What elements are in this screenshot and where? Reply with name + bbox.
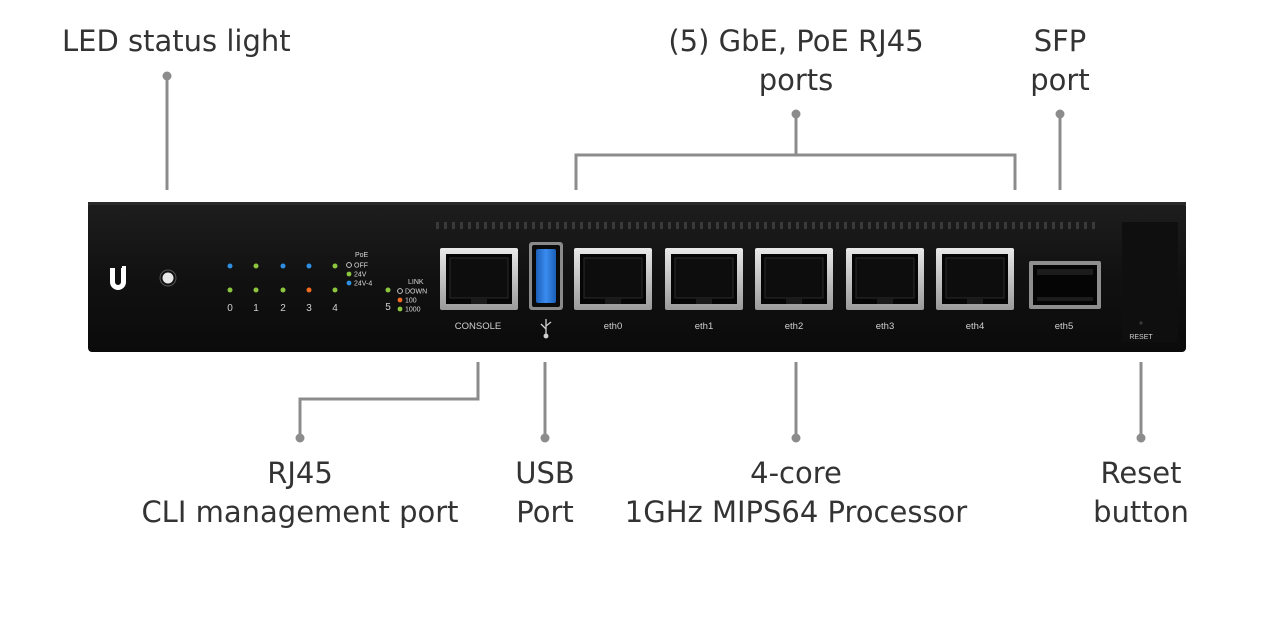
poe-24v4-icon (346, 280, 352, 286)
led5-number: 5 (385, 302, 391, 313)
led-number: 2 (280, 303, 286, 314)
console-port[interactable] (440, 248, 518, 310)
led-number: 3 (306, 303, 312, 314)
eth-port[interactable] (846, 248, 924, 310)
poe-legend-title: PoE (355, 252, 369, 259)
port-led-row-top (227, 263, 338, 269)
sfp-leader-dot (1055, 109, 1065, 119)
port-led-row-bottom (227, 287, 338, 293)
callout-reset: Reset button (1076, 454, 1206, 532)
callout-line: (5) GbE, PoE RJ45 (668, 24, 924, 58)
callout-line: button (1093, 495, 1189, 529)
eth-port-label: eth3 (876, 321, 895, 332)
callout-line: USB (515, 456, 575, 490)
eth-port-labels: eth0 eth1 eth2 eth3 eth4 (604, 321, 985, 332)
status-led-ring (159, 269, 177, 287)
reset-button[interactable] (1139, 321, 1143, 325)
poe-24v-icon (346, 271, 352, 277)
led-leader-dot (162, 71, 172, 81)
callout-line: CLI management port (141, 495, 459, 529)
led-number-labels: 0 1 2 3 4 (227, 303, 338, 314)
sfp-port[interactable] (1029, 261, 1101, 309)
router-front-panel: 0 1 2 3 4 PoE OFF 24V 24V-4 5 LINK DOWN … (88, 202, 1186, 352)
poe-off-icon (346, 262, 352, 268)
ubiquiti-logo-dot (122, 266, 126, 270)
callout-led-status: LED status light (62, 22, 291, 61)
callout-gbe-ports: (5) GbE, PoE RJ45 ports (620, 22, 972, 100)
link-1000-icon (397, 306, 403, 312)
eth-port-label: eth2 (785, 321, 804, 332)
poe-legend-item: 24V-4 (354, 281, 372, 288)
sfp-label: eth5 (1055, 321, 1074, 332)
eth-port[interactable] (936, 248, 1014, 310)
usb-port[interactable] (529, 242, 563, 310)
callout-line: Port (516, 495, 574, 529)
rj45-leader (298, 362, 480, 438)
led-number: 4 (332, 303, 338, 314)
ubiquiti-logo-icon (110, 268, 126, 290)
callout-line: Reset (1100, 456, 1182, 490)
led-number: 1 (253, 303, 259, 314)
eth-port[interactable] (755, 248, 833, 310)
gbe-leader-dot (791, 109, 801, 119)
processor-leader-dot (791, 433, 801, 443)
console-label: CONSOLE (455, 321, 501, 332)
callout-line: ports (758, 63, 834, 97)
callout-line: 4-core (750, 456, 842, 490)
callout-processor: 4-core 1GHz MIPS64 Processor (606, 454, 986, 532)
link-100-icon (397, 297, 403, 303)
poe-legend-item: 24V (354, 272, 367, 279)
vent-slots (436, 222, 1095, 229)
poe-legend: PoE OFF 24V 24V-4 (346, 252, 372, 288)
reset-area (1122, 222, 1178, 342)
callout-line: SFP (1033, 24, 1087, 58)
eth-port[interactable] (665, 248, 743, 310)
link-legend-item: DOWN (405, 289, 427, 296)
callout-line: RJ45 (267, 456, 333, 490)
usb-trident-icon (540, 319, 552, 339)
rj45-leader-dot (295, 433, 305, 443)
link-legend-item: 1000 (405, 307, 421, 314)
eth-port[interactable] (574, 248, 652, 310)
reset-leader-dot (1136, 433, 1146, 443)
reset-label: RESET (1129, 334, 1153, 341)
eth-port-label: eth1 (695, 321, 714, 332)
chassis-top-edge (88, 202, 1186, 205)
eth-port-label: eth4 (966, 321, 985, 332)
callout-usb-port: USB Port (495, 454, 595, 532)
gbe-leader-bracket (574, 153, 1017, 190)
usb-leader-dot (540, 433, 550, 443)
poe-legend-item: OFF (354, 263, 368, 270)
eth-port-label: eth0 (604, 321, 623, 332)
callout-rj45-cli: RJ45 CLI management port (130, 454, 470, 532)
link-legend-title: LINK (408, 279, 424, 286)
link-down-icon (397, 288, 403, 294)
link-legend-item: 100 (405, 298, 417, 305)
callout-line: 1GHz MIPS64 Processor (624, 495, 968, 529)
callout-line: LED status light (62, 24, 291, 58)
callout-line: port (1030, 63, 1090, 97)
led-number: 0 (227, 303, 233, 314)
link-legend: LINK DOWN 100 1000 (397, 279, 427, 314)
callout-sfp-port: SFP port (1010, 22, 1110, 100)
led5 (385, 287, 391, 293)
status-led (162, 272, 174, 284)
